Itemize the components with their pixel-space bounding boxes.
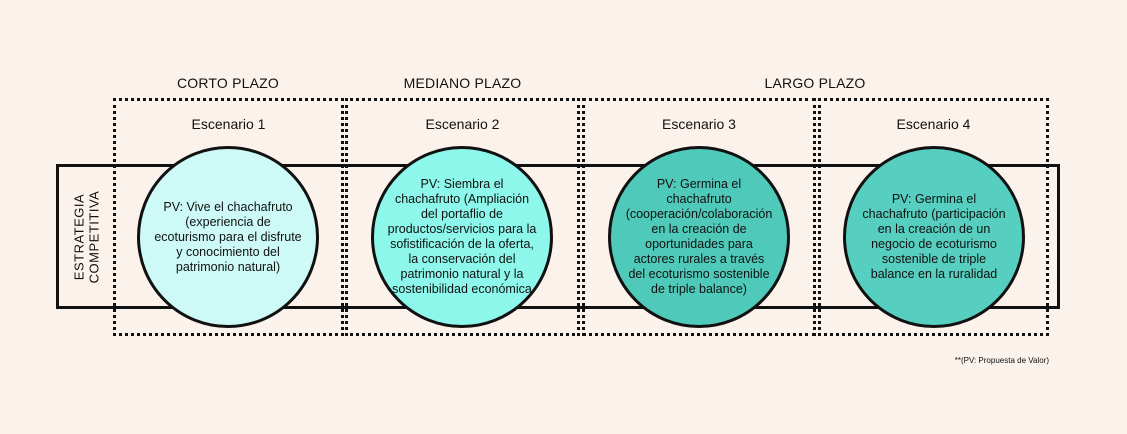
phase-short-term: CORTO PLAZO [176, 75, 280, 91]
phase-long-term: LARGO PLAZO [764, 75, 866, 91]
scenario-1-box: Escenario 1 [113, 98, 344, 336]
scenario-1-body: (experiencia de ecoturismo para el disfr… [154, 214, 302, 274]
scenario-3-pv: PV: Germina el chachafruto [656, 177, 742, 206]
scenario-3-box: Escenario 3 [582, 98, 816, 336]
scenario-2-box: Escenario 2 [345, 98, 580, 336]
scenario-2-circle: PV: Siembra el chachafruto (Ampliación d… [371, 146, 553, 328]
scenario-2-title: Escenario 2 [425, 116, 500, 132]
scenario-3-title: Escenario 3 [662, 116, 736, 132]
strategy-label-line1: ESTRATEGIA [71, 193, 86, 280]
strategy-label-line2: COMPETITIVA [86, 190, 101, 283]
scenario-3-body: (cooperación/colaboración en la creación… [625, 207, 773, 296]
scenario-2-pv: PV: Siembra el chachafruto [394, 177, 504, 206]
strategy-band [56, 164, 1060, 309]
scenario-4-body: (participación en la creación de un nego… [870, 207, 1006, 281]
phase-medium-term: MEDIANO PLAZO [403, 75, 522, 91]
strategy-label: ESTRATEGIA COMPETITIVA [58, 164, 114, 309]
scenario-4-circle: PV: Germina el chachafruto (participació… [843, 146, 1025, 328]
scenario-1-title: Escenario 1 [191, 116, 266, 132]
scenario-4-pv: PV: Germina el chachafruto [862, 192, 977, 221]
footnote: **(PV: Propuesta de Valor) [954, 356, 1049, 365]
scenario-2-body: (Ampliación del portaflio de productos/s… [387, 192, 537, 296]
scenario-1-pv: PV: Vive el chachafruto [163, 199, 293, 214]
scenario-1-circle: PV: Vive el chachafruto (experiencia de … [137, 146, 319, 328]
scenario-4-box: Escenario 4 [818, 98, 1049, 336]
scenario-3-circle: PV: Germina el chachafruto (cooperación/… [608, 146, 790, 328]
scenario-4-title: Escenario 4 [896, 116, 971, 132]
